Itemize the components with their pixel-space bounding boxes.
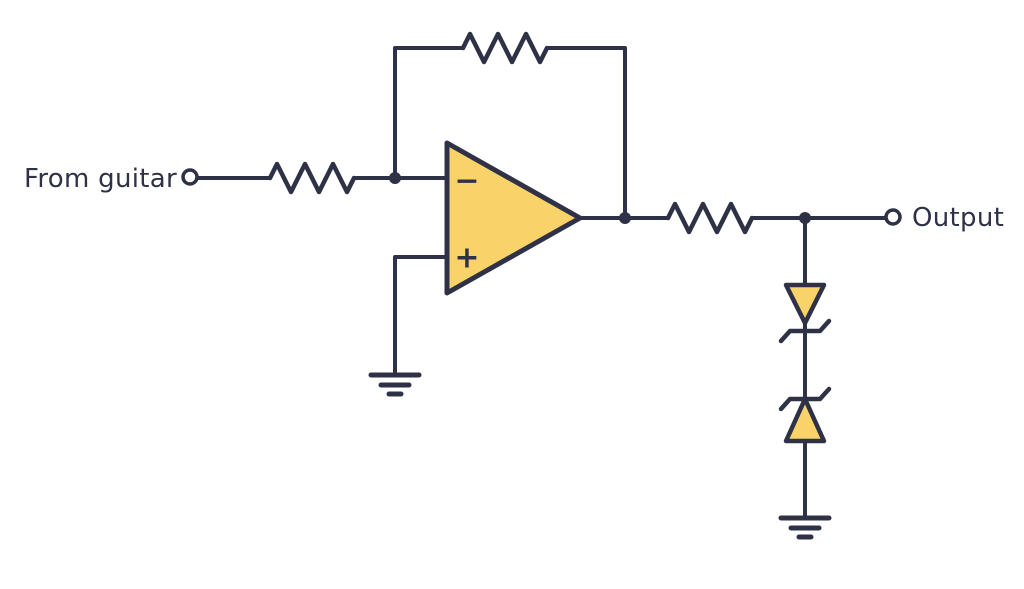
zener-top-triangle bbox=[783, 282, 827, 326]
junction-dot-inverting bbox=[389, 172, 401, 184]
feedback-wire-right bbox=[545, 46, 627, 220]
output-label: Output bbox=[912, 203, 1004, 233]
input-label: From guitar bbox=[24, 164, 177, 194]
zener-diode-bottom bbox=[778, 386, 832, 444]
output-resistor bbox=[665, 201, 755, 235]
wires bbox=[195, 46, 888, 520]
noninverting-input-wire bbox=[393, 255, 449, 377]
feedback-wire-left bbox=[393, 46, 465, 180]
ground-symbol-left bbox=[368, 372, 422, 397]
junction-dot-opamp-output bbox=[619, 212, 631, 224]
opamp-inverting-sign: − bbox=[454, 164, 479, 199]
feedback-resistor bbox=[460, 31, 550, 65]
ground-symbol-right bbox=[778, 515, 832, 540]
input-resistor bbox=[267, 161, 357, 195]
opamp: − + bbox=[444, 140, 583, 296]
zener-diode-top bbox=[778, 282, 832, 344]
input-terminal bbox=[181, 168, 199, 186]
zener-top-cathode-bar bbox=[778, 318, 832, 344]
output-terminal bbox=[884, 208, 902, 226]
zener-bottom-triangle bbox=[783, 396, 827, 444]
opamp-triangle bbox=[444, 140, 583, 296]
opamp-noninverting-sign: + bbox=[454, 241, 479, 276]
junction-dot-output bbox=[799, 212, 811, 224]
